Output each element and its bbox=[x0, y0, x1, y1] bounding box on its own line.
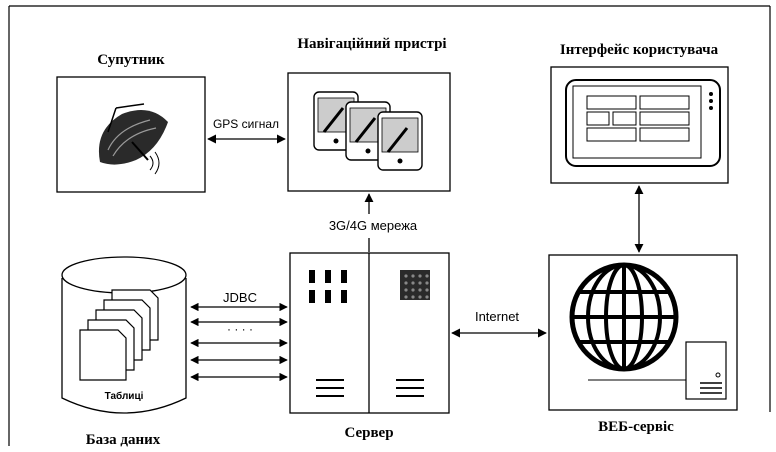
globe-icon bbox=[569, 262, 679, 372]
database-label: База даних bbox=[86, 432, 161, 448]
user-interface-label: Інтерфейс користувача bbox=[560, 42, 719, 58]
server-label: Сервер bbox=[344, 425, 393, 441]
network-label: 3G/4G мережа bbox=[329, 218, 418, 233]
jdbc-label: JDBC bbox=[223, 290, 257, 305]
satellite-dish-icon bbox=[98, 103, 168, 175]
gps-signal-label: GPS сигнал bbox=[213, 117, 279, 131]
pc-tower-icon bbox=[685, 341, 727, 400]
web-service-label: ВЕБ-сервіс bbox=[598, 419, 674, 435]
tables-label: Таблиці bbox=[105, 390, 144, 402]
nav-device-label: Навігаційний пристрі bbox=[297, 36, 446, 52]
tablet-screen-icon bbox=[565, 79, 721, 167]
table-documents-icon bbox=[79, 289, 159, 381]
globe-computer-icon bbox=[569, 262, 727, 400]
jdbc-dots-label: · · · · bbox=[227, 322, 253, 336]
server-rack-icon bbox=[289, 252, 450, 414]
internet-label: Internet bbox=[475, 309, 519, 324]
pda-device-3 bbox=[377, 111, 423, 171]
satellite-label: Супутник bbox=[97, 52, 165, 68]
pda-devices-icon bbox=[313, 91, 423, 171]
